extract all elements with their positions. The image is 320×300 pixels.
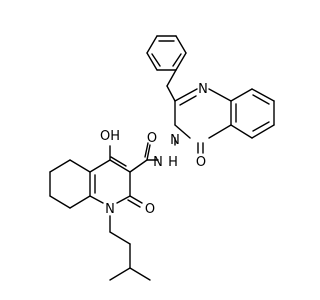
bond	[208, 88, 232, 102]
bond	[175, 52, 187, 71]
bond	[127, 199, 141, 208]
atom-label-n: N	[170, 133, 180, 148]
atom-label-o: O	[147, 131, 157, 146]
bond	[89, 159, 111, 173]
atom-label-n: N	[153, 155, 163, 170]
bond	[252, 121, 270, 132]
bond	[251, 124, 275, 139]
atom-label-o: O	[196, 155, 206, 170]
bond	[146, 52, 158, 71]
bond	[116, 195, 131, 204]
atom-label-h: H	[168, 155, 178, 170]
bond	[208, 124, 232, 139]
bond	[172, 53, 182, 67]
bond	[144, 142, 149, 158]
bond	[179, 95, 197, 106]
bond	[174, 88, 198, 102]
bond	[109, 267, 131, 281]
bond	[251, 88, 275, 102]
atom-label-n: N	[198, 82, 208, 97]
bond	[69, 159, 91, 173]
molecule-structure: N N O N H O OH O N	[49, 35, 275, 281]
bond	[252, 94, 270, 105]
bond	[129, 267, 151, 281]
bond	[175, 35, 187, 54]
bond	[151, 53, 161, 67]
bond	[49, 159, 71, 173]
bond	[109, 231, 131, 245]
bond	[89, 195, 104, 204]
bond	[129, 159, 148, 173]
bond-lines	[49, 35, 275, 281]
bond	[146, 144, 151, 161]
atom-label-o: O	[145, 202, 155, 217]
bond	[110, 156, 127, 167]
atom-label-oh: OH	[100, 129, 120, 144]
bond	[230, 124, 253, 139]
atom-label-n: N	[105, 202, 115, 217]
bond	[174, 124, 191, 139]
bond	[166, 69, 177, 87]
bond	[69, 195, 91, 209]
bond	[49, 195, 71, 209]
bond	[230, 88, 253, 102]
bond	[166, 85, 176, 102]
bond	[129, 195, 143, 204]
bond	[146, 35, 158, 54]
bond	[109, 159, 131, 173]
atom-labels: N N O N H O OH O N	[100, 82, 208, 217]
